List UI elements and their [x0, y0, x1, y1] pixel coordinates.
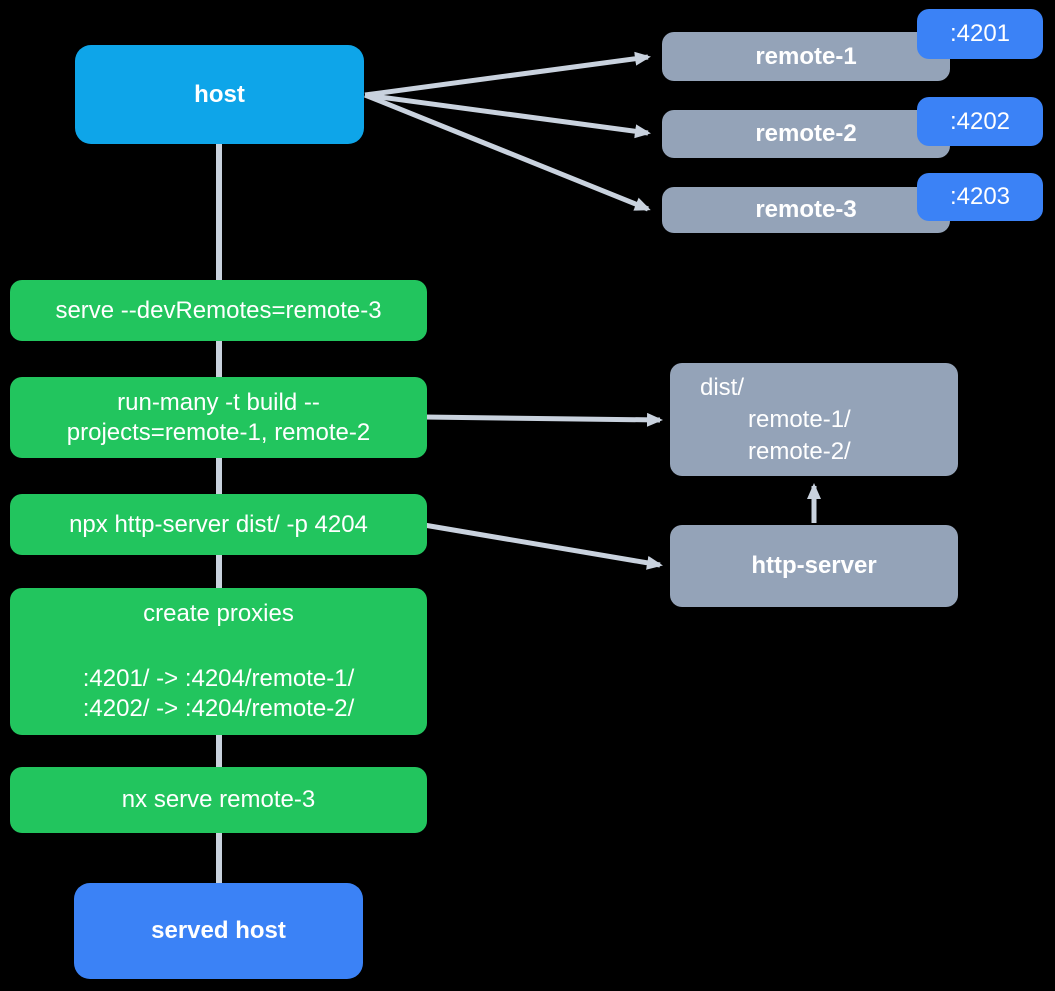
cmd-line: npx http-server dist/ -p 4204: [69, 510, 368, 538]
cmd-run-many-build: run-many -t build -- projects=remote-1, …: [10, 377, 427, 458]
remote-1-label: remote-1: [755, 42, 857, 70]
cmd-line: :4202/ -> :4204/remote-2/: [82, 695, 355, 722]
cmd-line: :4201/ -> :4204/remote-1/: [82, 665, 355, 692]
node-served-host: served host: [74, 883, 363, 979]
node-host: host: [75, 45, 364, 144]
edge-host-remote-2: [364, 92, 651, 139]
dist-root-label: dist/: [700, 373, 745, 401]
remote-3-label: remote-3: [755, 196, 857, 223]
http-server-label: http-server: [751, 552, 877, 579]
cmd-line: serve --devRemotes=remote-3: [55, 296, 382, 324]
node-remote-3: remote-3: [662, 187, 950, 233]
remote-2-label: remote-2: [755, 120, 857, 147]
edge-build-dist: [423, 412, 663, 427]
cmd-line: run-many -t build --: [117, 388, 320, 416]
node-dist-folder: dist/ remote-1/ remote-2/: [670, 363, 958, 476]
served-host-label: served host: [151, 917, 286, 944]
edge-host-remote-3: [364, 92, 651, 212]
node-http-server: http-server: [670, 525, 958, 607]
cmd-npx-http-server: npx http-server dist/ -p 4204: [10, 494, 427, 555]
badge-port-4203: :4203: [917, 173, 1043, 221]
dist-child-remote-1: remote-1/: [748, 405, 851, 433]
cmd-line: projects=remote-1, remote-2: [66, 418, 371, 446]
node-remote-2: remote-2: [662, 110, 950, 158]
cmd-line: nx serve remote-3: [121, 786, 316, 813]
cmd-create-proxies: create proxies :4201/ -> :4204/remote-1/…: [10, 588, 427, 735]
cmd-serve-dev-remotes: serve --devRemotes=remote-3: [10, 280, 427, 341]
dist-child-remote-2: remote-2/: [748, 437, 851, 465]
cmd-nx-serve-remote-3: nx serve remote-3: [10, 767, 427, 833]
port-4201-label: :4201: [949, 20, 1011, 47]
port-4202-label: :4202: [949, 107, 1011, 135]
badge-port-4202: :4202: [917, 97, 1043, 146]
host-label: host: [194, 80, 245, 108]
badge-port-4201: :4201: [917, 9, 1043, 59]
cmd-title: create proxies: [143, 600, 294, 627]
edge-cmd-http-server: [423, 522, 663, 570]
node-remote-1: remote-1: [662, 32, 950, 81]
port-4203-label: :4203: [949, 183, 1011, 210]
edge-host-remote-1: [364, 51, 651, 98]
